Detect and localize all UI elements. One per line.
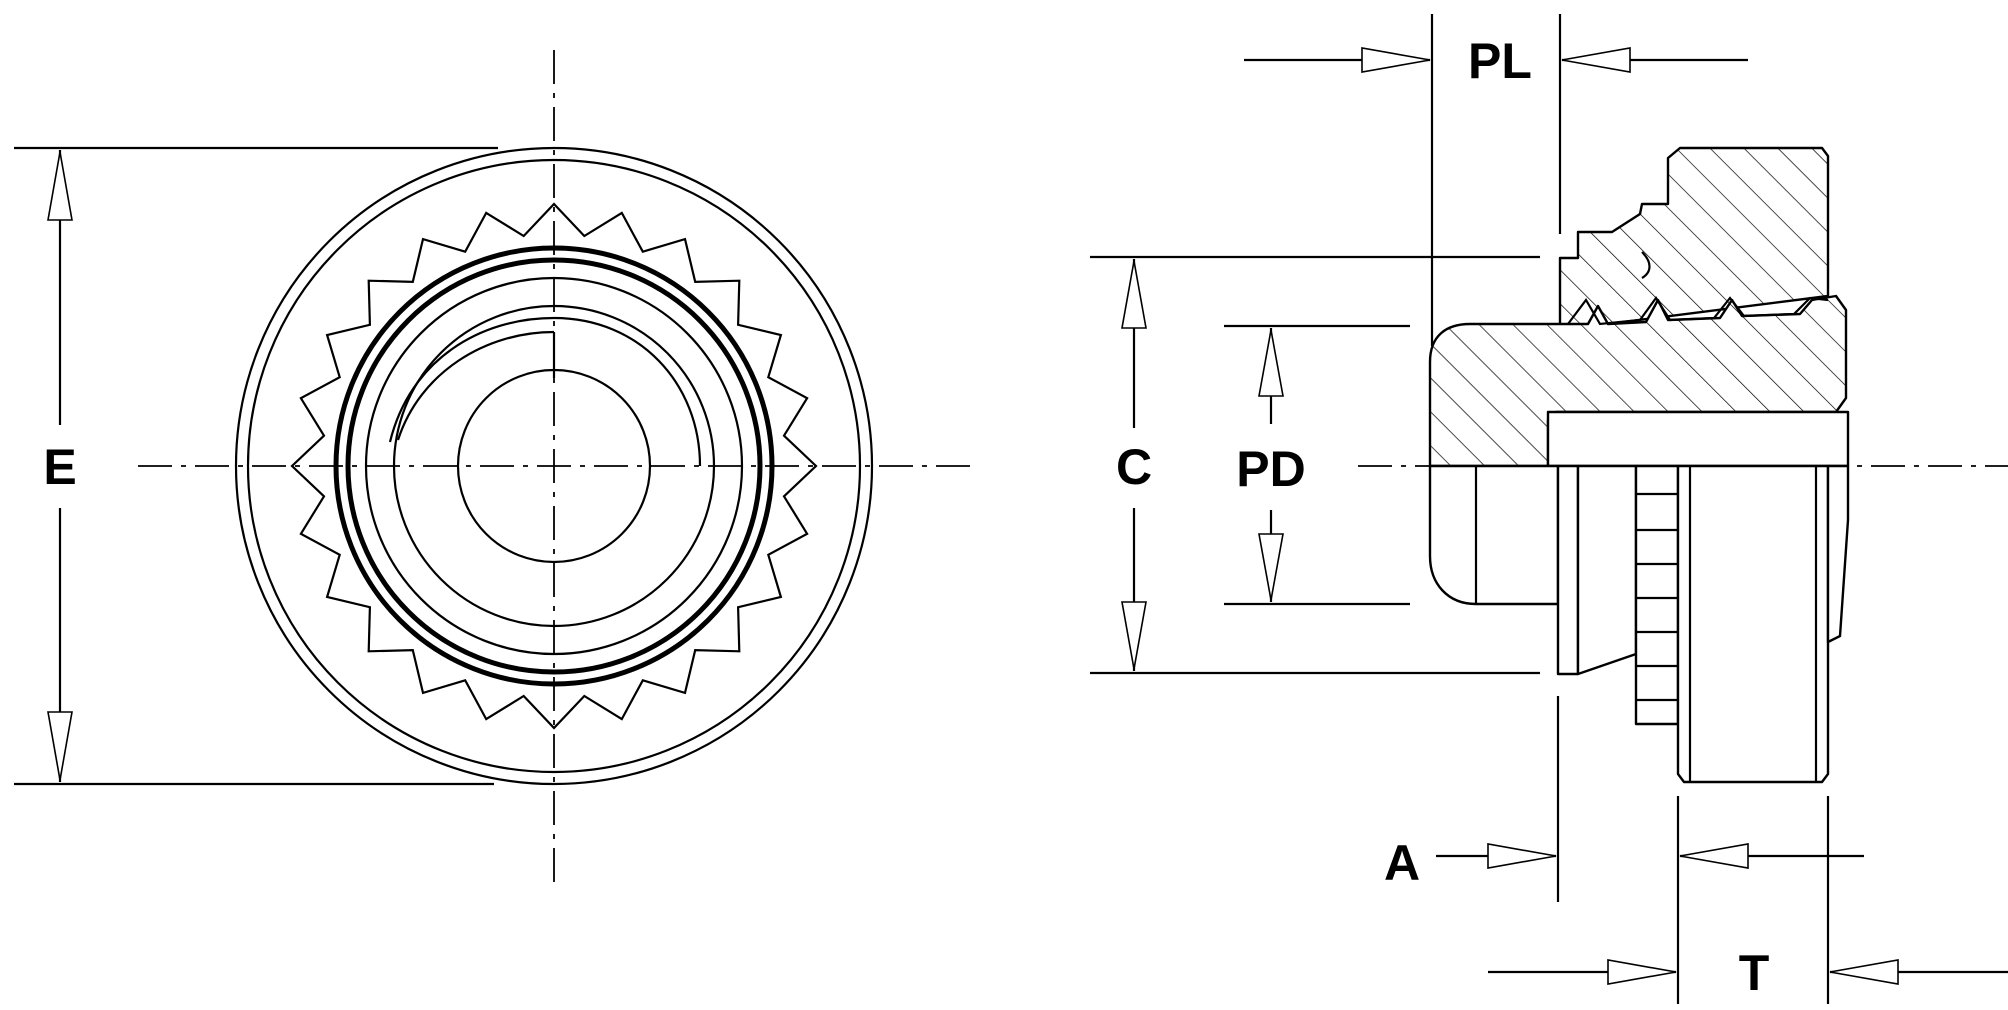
shank-taper-flare xyxy=(1576,464,1638,676)
flange-section-hatch-fill xyxy=(1560,148,1828,330)
body-section-hatch-fill xyxy=(1430,296,1846,466)
thread-major-circle xyxy=(364,276,744,656)
bore-interior xyxy=(1546,410,1850,468)
dimension-label-pl: PL xyxy=(1468,33,1532,89)
dimension-label-a: A xyxy=(1384,835,1420,891)
pl-arrow-left xyxy=(1361,47,1431,73)
thread-spiral xyxy=(388,316,702,467)
shank-ring-outer xyxy=(333,245,775,687)
a-arrow-right xyxy=(1679,843,1749,869)
a-arrow-left xyxy=(1487,843,1557,869)
side-section-view: C PD PL A T xyxy=(1090,14,2008,1004)
thread-teeth xyxy=(1567,296,1829,326)
pilot-nose xyxy=(1428,464,1560,606)
pd-arrow-bottom xyxy=(1258,533,1284,601)
c-arrow-bottom xyxy=(1121,601,1147,670)
pd-arrow-top xyxy=(1258,329,1284,397)
c-arrow-top xyxy=(1121,260,1147,329)
dimension-label-t: T xyxy=(1739,945,1770,1001)
outer-flange-circle xyxy=(234,146,874,786)
dimension-label-c: C xyxy=(1116,439,1152,495)
e-arrow-bottom xyxy=(47,711,73,781)
t-arrow-right xyxy=(1829,959,1899,985)
knurl-side xyxy=(1634,464,1680,726)
shank-taper xyxy=(1556,464,1580,676)
inner-flange-circle xyxy=(246,158,862,774)
e-arrow-top xyxy=(47,151,73,221)
front-view: E xyxy=(14,50,975,882)
flange-lower-body xyxy=(1676,464,1830,784)
undercut-groove xyxy=(1641,251,1651,279)
thread-end-lower xyxy=(1826,464,1850,644)
t-arrow-left xyxy=(1607,959,1677,985)
knurl-side-teeth xyxy=(1636,492,1678,702)
thread-spiral-inner xyxy=(396,330,555,441)
dimension-label-pd: PD xyxy=(1236,441,1305,497)
thread-minor-circle xyxy=(392,304,716,628)
pl-arrow-right xyxy=(1561,47,1631,73)
serrated-knurl xyxy=(290,202,818,730)
shank-ring-inner xyxy=(345,257,763,675)
dimension-label-e: E xyxy=(43,439,76,495)
